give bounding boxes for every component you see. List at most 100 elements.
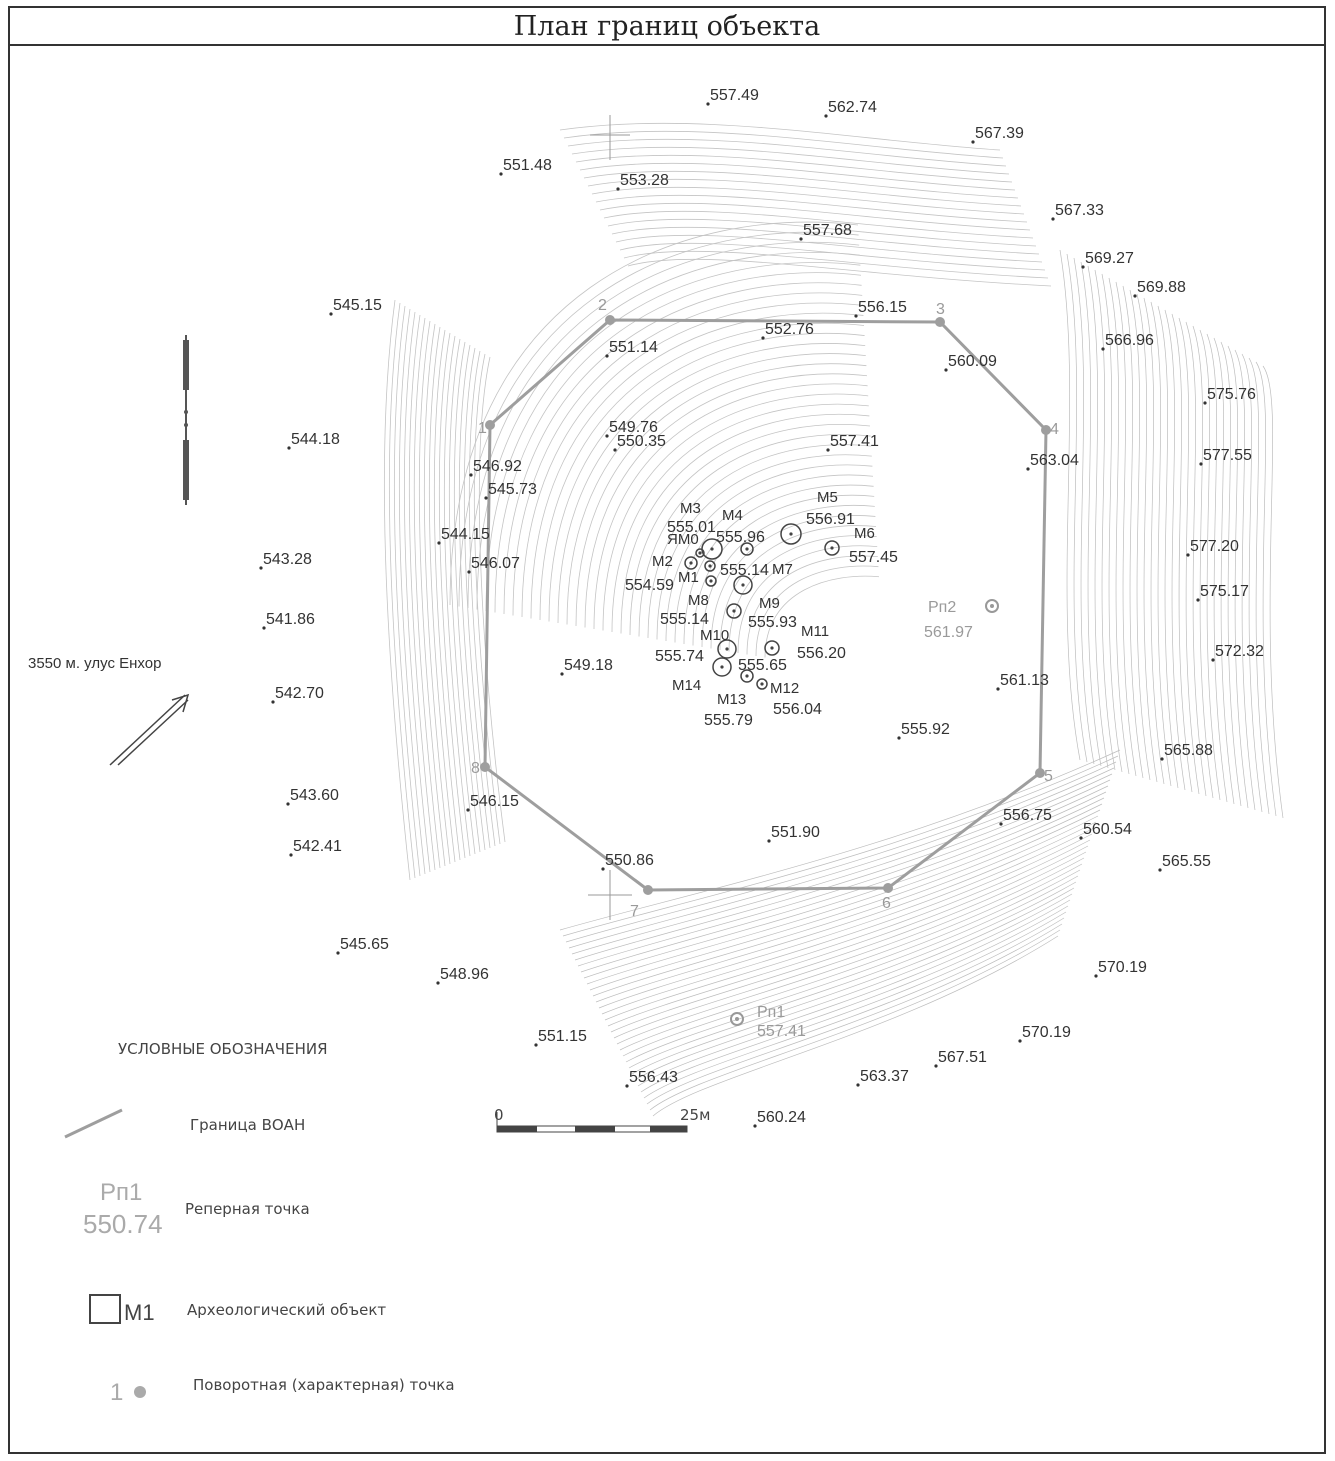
contour-line xyxy=(620,413,870,634)
turning-point-icon xyxy=(134,1386,146,1398)
contour-line xyxy=(1178,317,1200,795)
contour-line xyxy=(574,779,1111,961)
contour-line xyxy=(595,821,1097,1003)
contour-line xyxy=(719,525,877,651)
elevation-dot xyxy=(289,853,293,857)
elevation-label: 555.92 xyxy=(901,721,950,738)
contour-line xyxy=(1066,253,1088,763)
archaeo-object-code: М4 xyxy=(722,507,743,524)
elevation-label: 545.15 xyxy=(333,297,382,314)
contour-line xyxy=(383,299,411,881)
contour-line xyxy=(473,353,501,845)
archaeo-object-center xyxy=(770,646,774,650)
archaeo-object-code: М5 xyxy=(817,489,838,506)
contour-line xyxy=(568,767,1115,949)
contour-line xyxy=(1143,297,1165,785)
elevation-label: 557.41 xyxy=(830,433,879,450)
contour-line xyxy=(701,504,875,648)
contour-line xyxy=(423,323,451,865)
archaeo-object-value: 555.14 xyxy=(660,611,709,628)
contour-line xyxy=(746,555,878,655)
elevation-dot xyxy=(854,314,858,318)
elevation-label: 551.90 xyxy=(771,824,820,841)
legend-turning-code: 1 xyxy=(110,1379,123,1406)
boundary-point-marker xyxy=(643,885,653,895)
contour-line xyxy=(1094,269,1116,771)
elevation-label: 567.51 xyxy=(938,1049,987,1066)
contour-line xyxy=(443,335,471,857)
legend-benchmark-value: 550.74 xyxy=(83,1209,163,1239)
elevation-dot xyxy=(753,1124,757,1128)
elevation-label: 560.24 xyxy=(757,1109,806,1126)
elevation-label: 546.92 xyxy=(473,458,522,475)
archaeo-object-code: М2 xyxy=(652,553,673,570)
elevation-dot xyxy=(613,448,617,452)
benchmark-value: 561.97 xyxy=(924,624,973,641)
benchmark-code: Рп2 xyxy=(928,599,956,616)
contour-line xyxy=(485,262,861,612)
elevation-label: 556.75 xyxy=(1003,807,1052,824)
archaeo-object-marker xyxy=(740,542,754,556)
contour-line xyxy=(580,791,1107,973)
contour-line xyxy=(764,575,880,658)
boundary-point-label: 3 xyxy=(936,301,945,318)
boundary-point-marker xyxy=(935,317,945,327)
boundary-point-marker xyxy=(605,315,615,325)
archaeo-object-center xyxy=(698,551,702,555)
boundary-point-label: 6 xyxy=(882,895,891,912)
contour-line xyxy=(1185,321,1207,797)
contour-line xyxy=(1080,261,1102,767)
archaeo-object-code: М1 xyxy=(678,569,699,586)
elevation-label: 569.88 xyxy=(1137,279,1186,296)
contour-line xyxy=(575,363,867,627)
contour-line xyxy=(494,272,862,613)
contour-line xyxy=(619,242,1046,271)
contour-line xyxy=(559,122,1001,151)
elevation-label: 551.14 xyxy=(609,339,658,356)
contour-line xyxy=(1206,333,1228,803)
contour-line xyxy=(646,923,1063,1105)
elevation-dot xyxy=(1211,658,1215,662)
contour-line xyxy=(571,146,1010,175)
contour-line xyxy=(579,162,1016,191)
contour-line xyxy=(1213,337,1235,805)
contour-line xyxy=(557,343,866,624)
contour-line xyxy=(591,186,1025,215)
archaeo-object-center xyxy=(741,583,745,587)
elevation-label: 546.07 xyxy=(471,555,520,572)
title-bar: План границ объекта xyxy=(10,8,1324,46)
contour-line xyxy=(683,484,874,645)
elevation-dot xyxy=(1051,217,1055,221)
archaeo-object-code: М3 xyxy=(680,500,701,517)
contour-line xyxy=(567,138,1007,167)
elevation-label: 544.18 xyxy=(291,431,340,448)
elevation-label: 575.17 xyxy=(1200,583,1249,600)
contour-line xyxy=(607,218,1037,247)
elevation-label: 553.28 xyxy=(620,172,669,189)
contour-line xyxy=(607,845,1089,1027)
contour-line xyxy=(1059,249,1081,761)
contour-line xyxy=(503,282,862,615)
archaeo-object-code: М14 xyxy=(672,677,701,694)
elevation-dot xyxy=(1196,598,1200,602)
legend-heading: УСЛОВНЫЕ ОБОЗНАЧЕНИЯ xyxy=(118,1040,328,1058)
benchmark-marker xyxy=(985,599,999,613)
contour-line xyxy=(467,242,860,609)
archaeo-object-value: 554.59 xyxy=(625,577,674,594)
contour-line xyxy=(601,833,1093,1015)
archaeo-object-value: 555.96 xyxy=(716,529,765,546)
contour-line xyxy=(563,130,1004,159)
contour-line xyxy=(592,815,1099,997)
elevation-dot xyxy=(856,1083,860,1087)
elevation-dot xyxy=(336,951,340,955)
elevation-label: 565.55 xyxy=(1162,853,1211,870)
boundary-point-marker xyxy=(480,762,490,772)
contour-line xyxy=(575,154,1013,183)
archaeo-object-marker xyxy=(780,523,802,545)
archaeo-object-value: 555.65 xyxy=(738,657,787,674)
contour-line xyxy=(1122,285,1144,779)
elevation-label: 550.35 xyxy=(617,433,666,450)
contour-line xyxy=(599,202,1031,231)
contour-line xyxy=(602,393,869,631)
archaeo-object-center xyxy=(710,547,714,551)
